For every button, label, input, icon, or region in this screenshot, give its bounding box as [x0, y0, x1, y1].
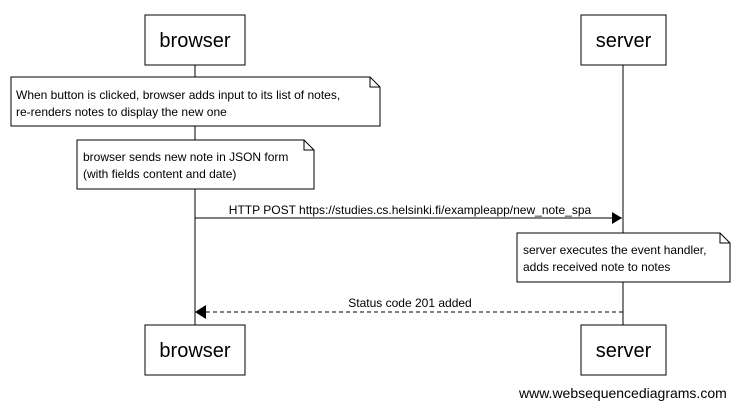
browser-actor-top: browser — [144, 14, 246, 66]
server-actor-top-label: server — [596, 30, 652, 52]
message-2-arrowhead — [195, 305, 206, 319]
note-1-line-1: When button is clicked, browser adds inp… — [16, 88, 340, 102]
browser-actor-bottom: browser — [144, 324, 246, 376]
server-actor-bottom: server — [580, 324, 667, 376]
message-1: HTTP POST https://studies.cs.helsinki.fi… — [195, 203, 622, 224]
server-actor-bottom-label: server — [596, 340, 652, 362]
note-2-line-2: (with fields content and date) — [83, 167, 236, 181]
browser-actor-bottom-label: browser — [159, 340, 230, 362]
watermark: www.websequencediagrams.com — [519, 385, 727, 401]
message-2: Status code 201 added — [195, 296, 623, 319]
server-actor-top: server — [580, 14, 667, 66]
message-2-label: Status code 201 added — [348, 296, 471, 310]
note-3-line-1: server executes the event handler, — [523, 243, 706, 257]
note-1-line-2: re-renders notes to display the new one — [16, 105, 227, 119]
note-1: When button is clicked, browser adds inp… — [10, 76, 381, 127]
browser-actor-top-label: browser — [159, 30, 230, 52]
note-2: browser sends new note in JSON form (wit… — [76, 139, 315, 190]
note-3-line-2: adds received note to notes — [523, 260, 670, 274]
note-3: server executes the event handler, adds … — [516, 232, 731, 283]
note-2-line-1: browser sends new note in JSON form — [83, 150, 288, 164]
message-1-label: HTTP POST https://studies.cs.helsinki.fi… — [229, 203, 592, 217]
